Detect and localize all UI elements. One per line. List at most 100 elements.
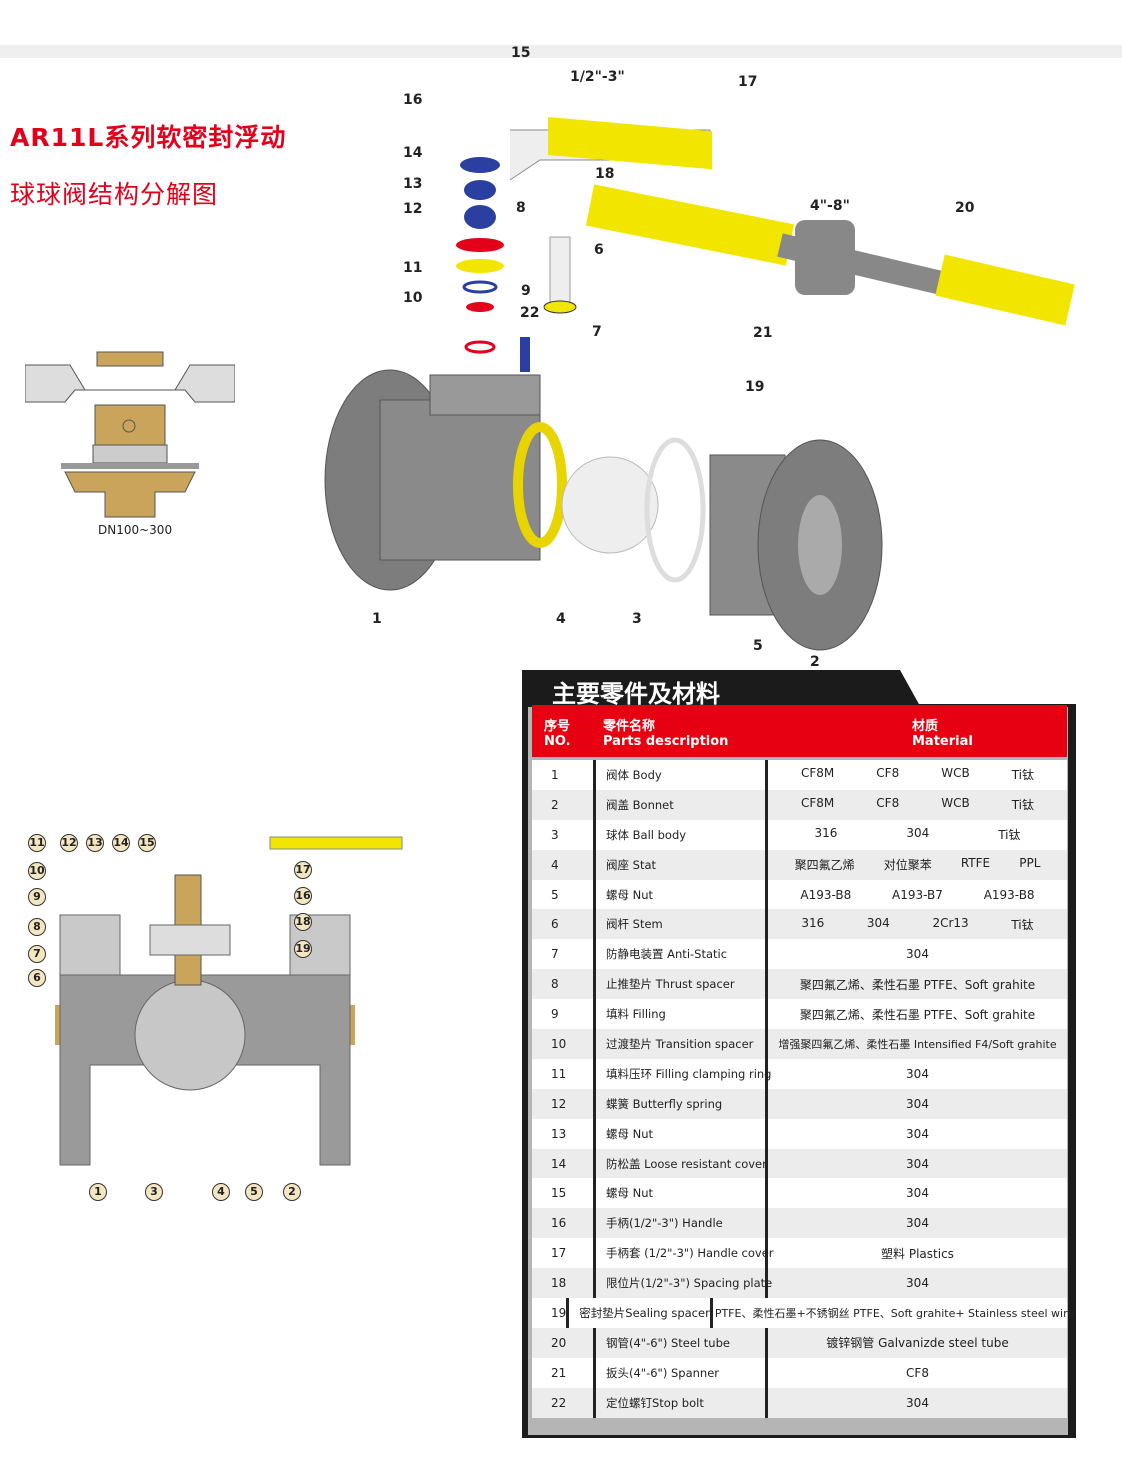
material-value: 316 [801,915,825,930]
cell-description: 阀座 Stat [593,849,768,880]
cell-description: 密封垫片Sealing spacer [566,1298,713,1328]
cell-material: 塑料 Plastics [768,1245,1067,1262]
cell-no: 11 [551,1066,567,1081]
cell-no: 2 [551,797,559,812]
material-value: PPL [1019,856,1041,871]
cell-description: 钢管(4"-6") Steel tube [593,1327,768,1358]
callout: 13 [86,834,104,852]
cell-no: 17 [551,1246,567,1261]
cell-material: 304 [768,1216,1067,1230]
callout: 16 [294,887,312,905]
cell-description: 球体 Ball body [593,819,768,850]
callout: 14 [112,834,130,852]
table-row: 21 扳头(4"-6") Spanner CF8 [532,1357,1067,1388]
cell-description: 蝶簧 Butterfly spring [593,1088,768,1119]
callout: 15 [138,834,156,852]
cell-no: 7 [551,947,559,962]
material-value: CF8M [801,796,835,811]
callout: 6 [28,969,46,987]
cell-no: 1 [551,767,559,782]
callout: 18 [595,166,615,182]
header-mat-en: Material [912,734,973,749]
cell-description: 手柄(1/2"-3") Handle [593,1208,768,1239]
material-value: 304 [906,947,929,962]
material-value: 塑料 Plastics [881,1246,954,1261]
callout: 14 [403,145,423,161]
callout: 11 [28,834,46,852]
cell-no: 16 [551,1216,567,1231]
material-value: Ti钛 [1011,768,1034,783]
callout: 2 [810,654,820,670]
material-value: 增强聚四氟乙烯、柔性石墨 Intensified F4/Soft grahite [778,1037,1057,1051]
cell-description: 阀体 Body [593,760,768,790]
callout: 3 [145,1183,163,1201]
header-desc-cn: 零件名称 [603,719,656,734]
cell-description: 防静电装置 Anti-Static [593,939,768,970]
callout: 19 [745,379,765,395]
material-value: A193-B7 [892,887,943,902]
callout: 22 [520,305,540,321]
cell-description: 扳头(4"-6") Spanner [593,1357,768,1388]
cell-no: 20 [551,1335,567,1350]
material-value: CF8 [906,1365,929,1380]
material-value: 聚四氟乙烯 [794,858,855,873]
callout: 18 [294,913,312,931]
material-value: 304 [906,1276,929,1291]
callout: 4 [556,611,566,627]
callout: 7 [28,945,46,963]
callout: 1 [372,611,382,627]
material-value: A193-B8 [983,887,1035,902]
material-value: CF8 [876,796,900,811]
cell-material: 304 [768,1276,1067,1290]
callout: 17 [738,74,758,90]
callout: 5 [245,1183,263,1201]
cell-material: 304 [768,947,1067,961]
material-value: A193-B8 [800,887,852,902]
page-subtitle: 球球阀结构分解图 [10,180,219,209]
material-value: CF8M [801,766,835,781]
seat-detail-drawing [25,351,235,518]
callout: 2 [283,1183,301,1201]
cell-no: 22 [551,1395,567,1410]
callout: 13 [403,176,423,192]
callout: 19 [294,940,312,958]
material-value: 对位聚苯 [883,858,932,873]
cell-material: 镀锌钢管 Galvanizde steel tube [768,1334,1067,1351]
callout: 12 [403,201,423,217]
header-no-cn: 序号 [544,719,571,734]
exploded-view-drawing [324,116,1075,651]
cell-no: 21 [551,1365,567,1380]
callout: 8 [28,918,46,936]
cell-material: 304 [768,1157,1067,1171]
table-row: 17 手柄套 (1/2"-3") Handle cover 塑料 Plastics [532,1238,1067,1269]
cell-material: 304 [768,1067,1067,1081]
material-value: WCB [941,796,970,811]
material-value: 镀锌钢管 Galvanizde steel tube [826,1336,1009,1351]
cell-no: 18 [551,1276,567,1291]
cell-material: 304 [768,1097,1067,1111]
page-title: AR11L系列软密封浮动 [10,123,287,152]
size-label-small: 1/2"-3" [570,69,625,85]
material-value: 304 [906,1096,929,1111]
cell-description: 止推垫片 Thrust spacer [593,969,768,1000]
cutaway-drawing [55,836,403,1166]
cell-description: 定位螺钉Stop bolt [593,1387,768,1418]
cell-material: 304 [768,1127,1067,1141]
material-value: Ti钛 [1011,917,1034,932]
cell-description: 手柄套 (1/2"-3") Handle cover [593,1238,774,1269]
callout: 5 [753,638,763,654]
cell-no: 6 [551,917,559,932]
callout: 17 [294,861,312,879]
material-value: 304 [866,915,890,930]
